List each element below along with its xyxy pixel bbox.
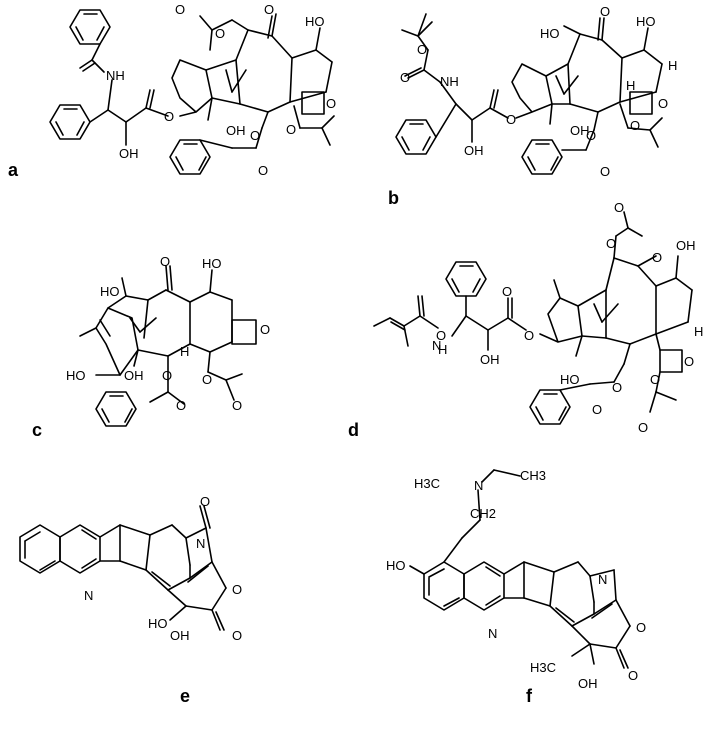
atom-label: O — [250, 128, 260, 143]
structure-d: O H N OH O O O O O OH H O HO O O O O — [373, 200, 703, 435]
atom-label: HO — [305, 14, 325, 29]
panel-label-a: a — [8, 160, 19, 180]
atom-label: NH — [106, 68, 125, 83]
atom-label: O — [400, 70, 410, 85]
atom-label: O — [606, 236, 616, 251]
atom-label: NH — [440, 74, 459, 89]
atom-label: O — [614, 200, 624, 215]
atom-label: N — [196, 536, 205, 551]
atom-label: CH2 — [470, 506, 496, 521]
atom-label: O — [232, 582, 242, 597]
panel-label-b: b — [388, 188, 399, 208]
atom-label: HO — [66, 368, 86, 383]
atom-label: O — [175, 2, 185, 17]
atom-label: O — [524, 328, 534, 343]
structure-b: O O NH OH O HO O HO H H OH O O O O — [395, 4, 677, 179]
atom-label: O — [264, 2, 274, 17]
atom-label: HO — [100, 284, 120, 299]
atom-label: O — [658, 96, 668, 111]
atom-label: OH — [170, 628, 190, 643]
atom-label: O — [202, 372, 212, 387]
atom-label: N — [488, 626, 497, 641]
atom-label: HO — [148, 616, 168, 631]
atom-label: O — [586, 128, 596, 143]
atom-label: H — [626, 78, 635, 93]
atom-label: OH — [119, 146, 139, 161]
atom-label: H3C — [414, 476, 440, 491]
atom-label: O — [260, 322, 270, 337]
structure-a: O NH OH O O O HO OH O O O O — [49, 2, 336, 178]
atom-label: HO — [386, 558, 406, 573]
atom-label: O — [502, 284, 512, 299]
structure-f: H3C N CH3 CH2 HO N N O H3C OH O — [386, 468, 646, 691]
atom-label: O — [592, 402, 602, 417]
atom-label: O — [612, 380, 622, 395]
atom-label: H — [180, 344, 189, 359]
atom-label: N — [84, 588, 93, 603]
atom-label: O — [176, 398, 186, 413]
atom-label: O — [684, 354, 694, 369]
atom-label: H3C — [530, 660, 556, 675]
atom-label: HO — [540, 26, 560, 41]
atom-label: N — [432, 338, 441, 353]
panel-label-c: c — [32, 420, 42, 440]
atom-label: O — [638, 420, 648, 435]
atom-label: H — [694, 324, 703, 339]
atom-label: O — [628, 668, 638, 683]
atom-label: O — [160, 254, 170, 269]
atom-label: OH — [480, 352, 500, 367]
atom-label: OH — [226, 123, 246, 138]
atom-label: O — [215, 26, 225, 41]
atom-label: O — [326, 96, 336, 111]
atom-label: O — [600, 164, 610, 179]
atom-label: O — [162, 368, 172, 383]
atom-label: O — [200, 494, 210, 509]
atom-label: O — [600, 4, 610, 19]
atom-label: O — [286, 122, 296, 137]
atom-label: HO — [202, 256, 222, 271]
atom-label: HO — [636, 14, 656, 29]
panel-label-e: e — [180, 686, 190, 706]
atom-label: CH3 — [520, 468, 546, 483]
atom-label: O — [232, 628, 242, 643]
panel-label-d: d — [348, 420, 359, 440]
atom-label: OH — [676, 238, 696, 253]
atom-label: H — [438, 342, 447, 357]
atom-label: O — [232, 398, 242, 413]
atom-label: HO — [560, 372, 580, 387]
atom-label: H — [668, 58, 677, 73]
atom-label: O — [650, 372, 660, 387]
atom-label: N — [598, 572, 607, 587]
atom-label: O — [164, 109, 174, 124]
atom-label: O — [506, 112, 516, 127]
atom-label: O — [630, 118, 640, 133]
atom-label: OH — [464, 143, 484, 158]
atom-label: O — [417, 42, 427, 57]
atom-label: O — [636, 620, 646, 635]
atom-label: OH — [578, 676, 598, 691]
atom-label: O — [436, 328, 446, 343]
panel-label-f: f — [526, 686, 533, 706]
atom-label: OH — [570, 123, 590, 138]
atom-label: N — [474, 478, 483, 493]
atom-label: OH — [124, 368, 144, 383]
structure-c: HO O HO O H HO OH O O O O — [66, 254, 270, 427]
atom-label: O — [258, 163, 268, 178]
atom-label: O — [652, 250, 662, 265]
structure-e: N N O O HO OH O — [19, 494, 242, 643]
